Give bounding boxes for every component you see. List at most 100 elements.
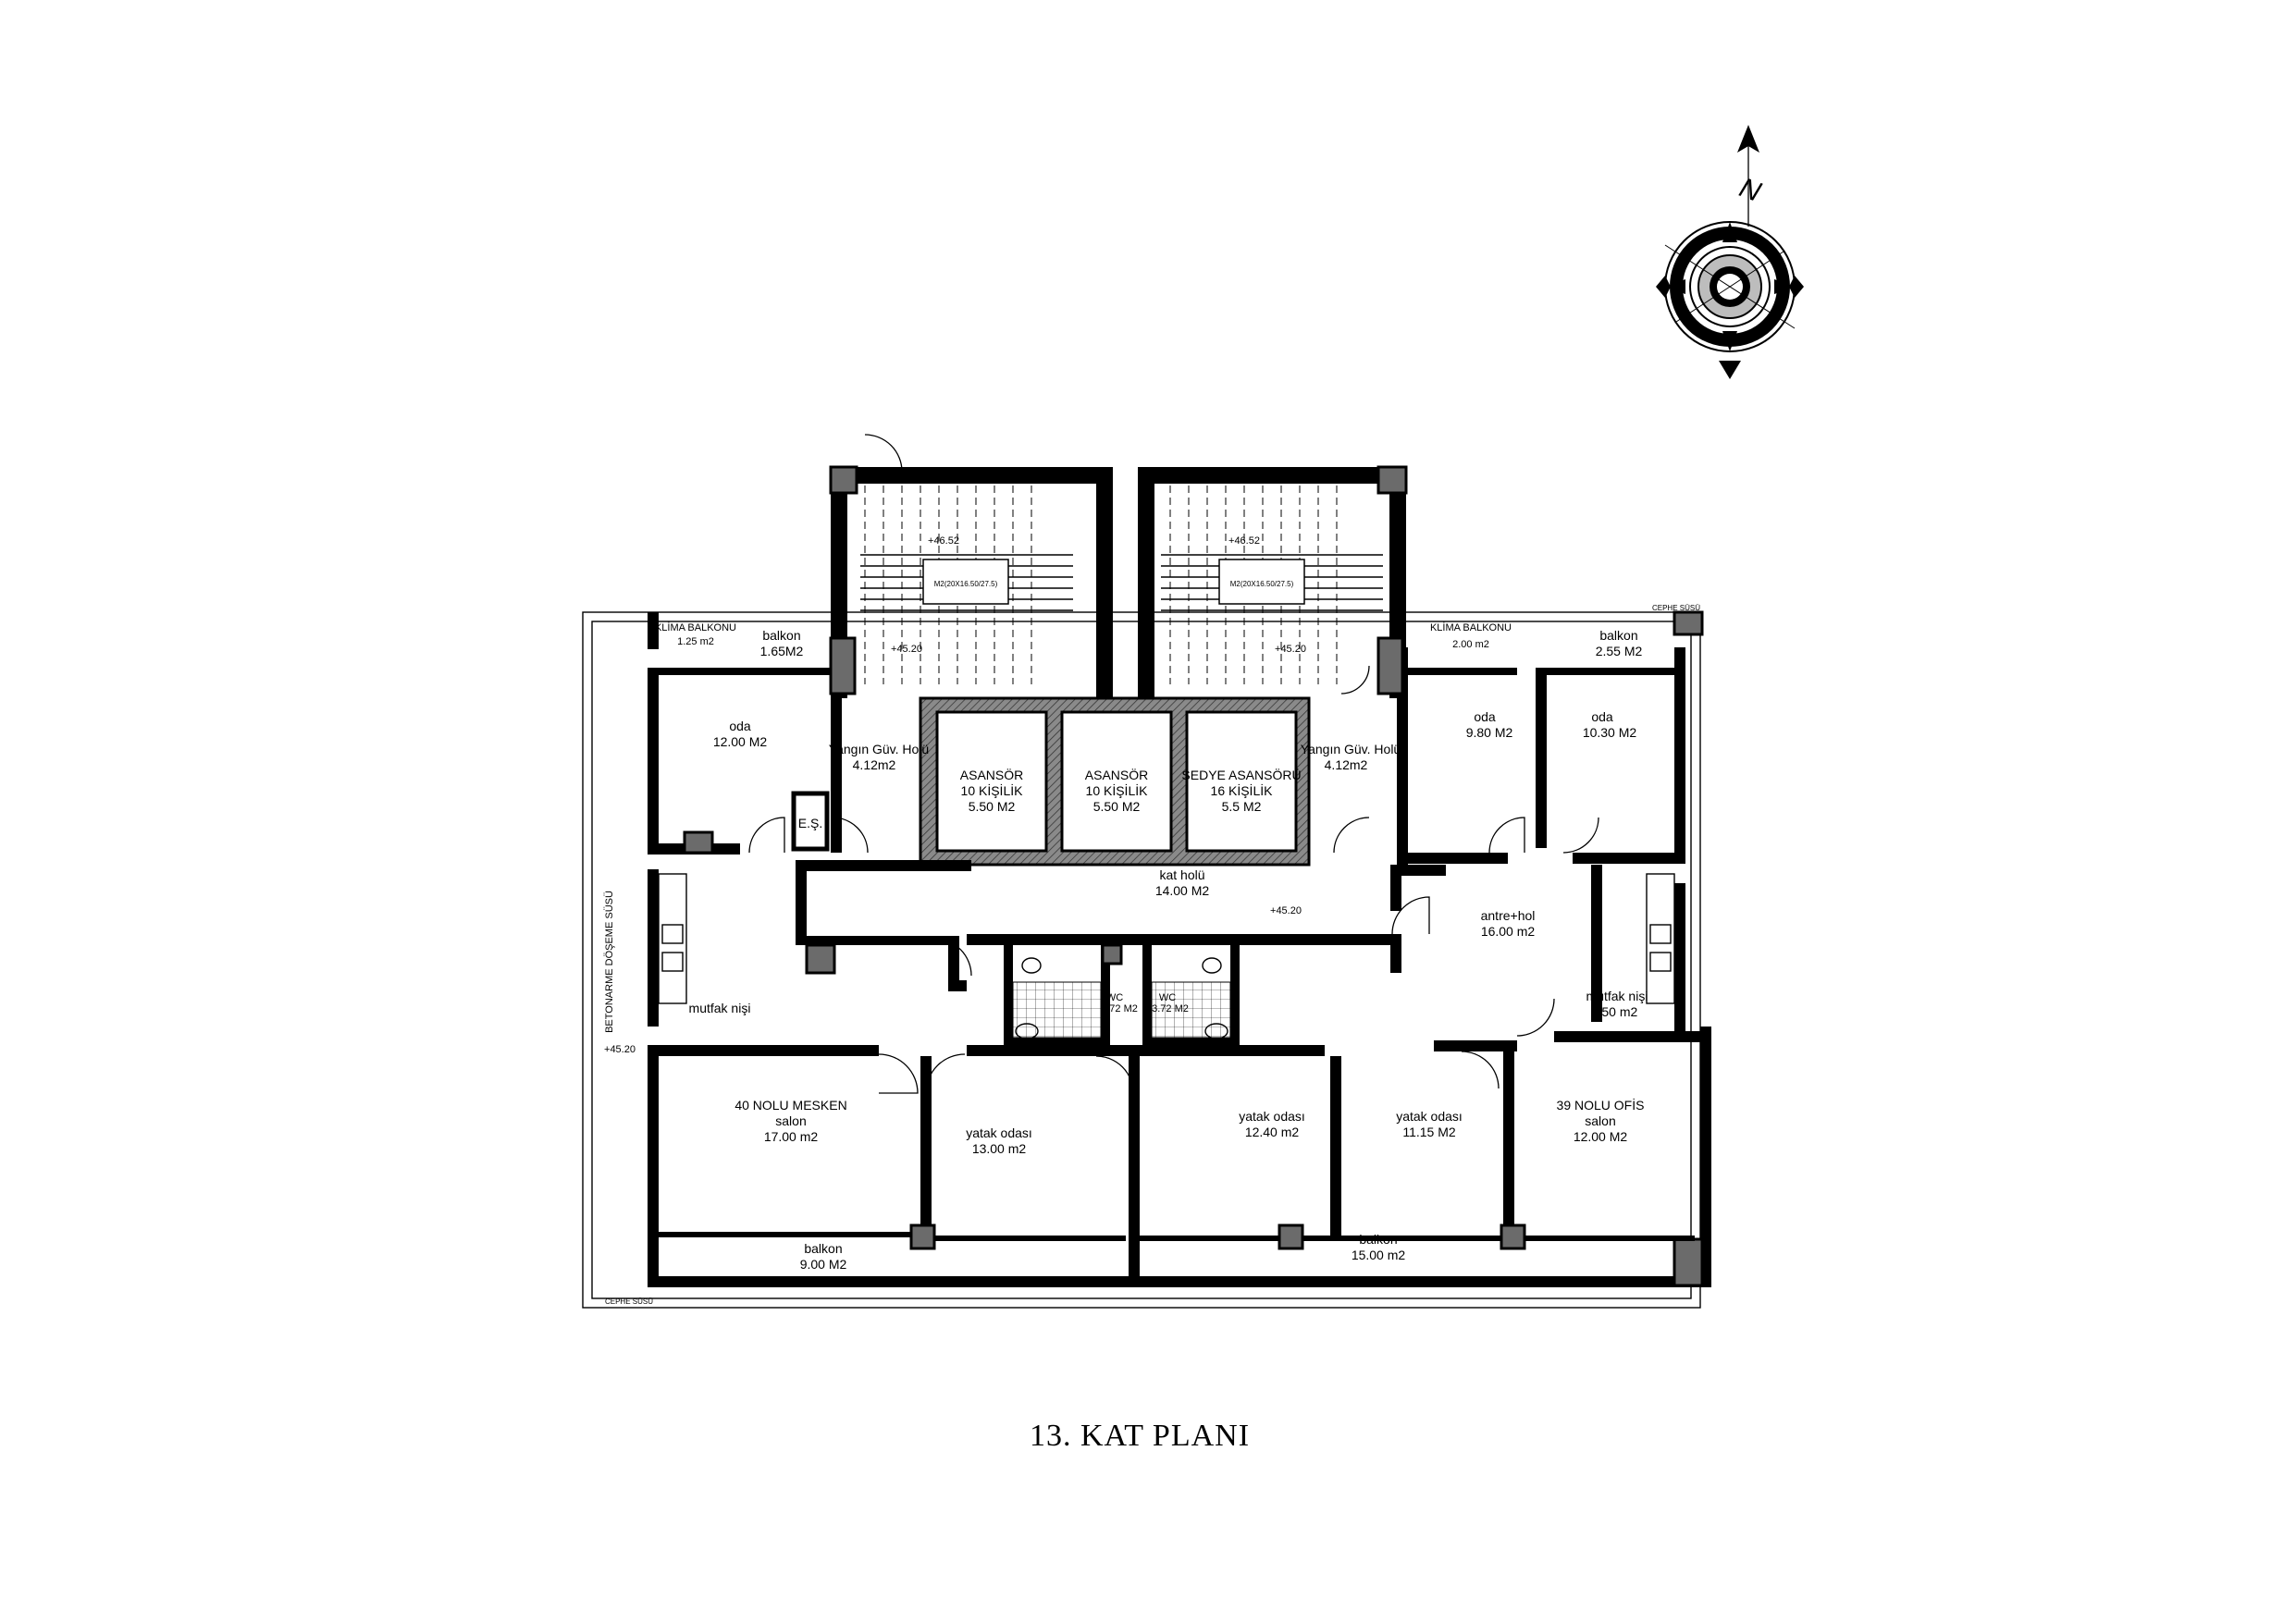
svg-text:16.00 m2: 16.00 m2 <box>1481 924 1536 939</box>
sink-icon <box>1015 1023 1039 1039</box>
svg-text:antre+hol: antre+hol <box>1481 908 1536 923</box>
svg-text:5.50 M2: 5.50 M2 <box>969 799 1016 814</box>
svg-text:10: 10 <box>1227 474 1235 483</box>
svg-text:25: 25 <box>926 474 934 483</box>
stair-core-right: M2(20X16.50/27.5) +46.52 +45.20 <box>1138 465 1408 698</box>
svg-text:5.50 M2: 5.50 M2 <box>1093 799 1141 814</box>
svg-text:oda: oda <box>1591 709 1613 724</box>
svg-text:3.72 M2: 3.72 M2 <box>1101 1003 1138 1014</box>
room-klima-balkonu-left: KLİMA BALKONU 1.25 m2 <box>655 621 736 647</box>
plan-title: 13. KAT PLANI <box>1030 1419 1250 1453</box>
room-mutfak-left: mutfak nişi <box>689 1001 751 1015</box>
svg-text:9.80 M2: 9.80 M2 <box>1466 725 1513 740</box>
room-kat-holu: kat holü 14.00 M2 <box>1155 867 1210 898</box>
svg-text:WC: WC <box>1159 992 1176 1003</box>
svg-text:10 KİŞİLİK: 10 KİŞİLİK <box>1086 782 1149 798</box>
svg-text:mutfak nişi: mutfak nişi <box>1586 989 1648 1003</box>
stair-numbers-left: 25 24 23 22 21 20 19 <box>926 474 1018 483</box>
svg-text:13: 13 <box>1268 474 1277 483</box>
svg-text:14.00 M2: 14.00 M2 <box>1155 883 1210 898</box>
columns <box>683 636 1526 1250</box>
svg-text:15: 15 <box>1296 474 1304 483</box>
compass-rose-icon <box>1656 221 1804 379</box>
svg-text:15.00 m2: 15.00 m2 <box>1352 1248 1406 1262</box>
wc-fixtures <box>1012 957 1231 1039</box>
room-oda-left: oda 12.00 M2 <box>713 719 768 749</box>
room-oda-mid-right: oda 9.80 M2 <box>1466 709 1513 740</box>
room-antre-hol: antre+hol 16.00 m2 <box>1481 908 1536 939</box>
stair-level-top-right: +46.52 <box>1228 535 1260 547</box>
svg-text:40 NOLU MESKEN: 40 NOLU MESKEN <box>734 1098 846 1113</box>
room-oda-right: oda 10.30 M2 <box>1583 709 1637 740</box>
room-ofis-39: 39 NOLU OFİS salon 12.00 M2 <box>1557 1097 1645 1144</box>
sink-icon <box>1204 1023 1228 1039</box>
stair-level-landing-left: +45.20 <box>891 644 922 655</box>
svg-text:22: 22 <box>968 474 976 483</box>
es-label: E.Ş. <box>798 816 822 830</box>
stair-numbers-right: 9 10 11 12 13 14 15 <box>1215 474 1304 483</box>
toilet-icon <box>1021 957 1042 974</box>
svg-text:mutfak nişi: mutfak nişi <box>689 1001 751 1015</box>
svg-text:16 KİŞİLİK: 16 KİŞİLİK <box>1211 782 1274 798</box>
svg-text:2.55 M2: 2.55 M2 <box>1596 644 1643 658</box>
walls <box>648 610 1711 1287</box>
svg-text:yatak odası: yatak odası <box>966 1125 1032 1140</box>
svg-text:17.00 m2: 17.00 m2 <box>764 1129 819 1144</box>
room-yangin-left: Yangın Güv. Holü 4.12m2 <box>829 742 929 772</box>
svg-text:yatak odası: yatak odası <box>1396 1109 1463 1124</box>
room-yatak-3: yatak odası 11.15 M2 <box>1396 1109 1463 1139</box>
room-yatak-2: yatak odası 12.40 m2 <box>1239 1109 1305 1139</box>
room-yatak-1: yatak odası 13.00 m2 <box>966 1125 1032 1156</box>
svg-text:20: 20 <box>995 474 1004 483</box>
svg-text:yatak odası: yatak odası <box>1239 1109 1305 1124</box>
svg-text:4.50 m2: 4.50 m2 <box>1591 1004 1638 1019</box>
room-mesken-40: 40 NOLU MESKEN salon 17.00 m2 <box>734 1098 846 1144</box>
facade-label-top: CEPHE SÜSÜ <box>1652 604 1700 612</box>
room-balkon-top-left: balkon 1.65M2 <box>760 628 804 658</box>
svg-text:12.00 M2: 12.00 M2 <box>713 734 768 749</box>
svg-text:KLİMA BALKONU: KLİMA BALKONU <box>1430 621 1512 633</box>
svg-text:4.12m2: 4.12m2 <box>853 757 896 772</box>
svg-text:5.5 M2: 5.5 M2 <box>1222 799 1262 814</box>
room-sedye-asansoru: SEDYE ASANSÖRÜ 16 KİŞİLİK 5.5 M2 <box>1181 767 1301 814</box>
north-arrow-icon: N <box>1735 125 1765 227</box>
svg-text:11: 11 <box>1241 474 1249 483</box>
shaft-label-left: M2(20X16.50/27.5) <box>934 580 998 588</box>
svg-text:balkon: balkon <box>1599 628 1637 643</box>
stair-level-landing-right: +45.20 <box>1275 644 1306 655</box>
svg-text:4.12m2: 4.12m2 <box>1325 757 1368 772</box>
level-left-edge: +45.20 <box>604 1044 636 1055</box>
svg-text:2.00 m2: 2.00 m2 <box>1452 639 1489 650</box>
svg-text:12: 12 <box>1254 474 1263 483</box>
room-wc-left: WC 3.72 M2 <box>1101 992 1138 1014</box>
room-mutfak-right: mutfak nişi 4.50 m2 <box>1586 989 1648 1019</box>
room-labels: KLİMA BALKONU 1.25 m2 balkon 1.65M2 oda … <box>604 604 1700 1306</box>
svg-text:1.65M2: 1.65M2 <box>760 644 804 658</box>
room-wc-right: WC 3.72 M2 <box>1152 992 1189 1014</box>
room-asansor-2: ASANSÖR 10 KİŞİLİK 5.50 M2 <box>1085 767 1148 814</box>
svg-text:oda: oda <box>729 719 751 733</box>
stair-level-top-left: +46.52 <box>928 535 959 547</box>
doors <box>748 434 1599 1094</box>
room-yangin-right: Yangın Güv. Holü 4.12m2 <box>1301 742 1401 772</box>
svg-text:KLİMA BALKONU: KLİMA BALKONU <box>655 621 736 633</box>
svg-text:balkon: balkon <box>1359 1232 1397 1247</box>
room-balkon-bottom-right: balkon 15.00 m2 <box>1352 1232 1406 1262</box>
svg-text:ASANSÖR: ASANSÖR <box>960 767 1023 782</box>
svg-text:39 NOLU OFİS: 39 NOLU OFİS <box>1557 1097 1645 1113</box>
svg-text:oda: oda <box>1474 709 1496 724</box>
svg-text:23: 23 <box>954 474 962 483</box>
svg-text:10 KİŞİLİK: 10 KİŞİLİK <box>961 782 1024 798</box>
svg-text:13.00 m2: 13.00 m2 <box>972 1141 1027 1156</box>
svg-text:1.25 m2: 1.25 m2 <box>677 636 714 647</box>
svg-text:ASANSÖR: ASANSÖR <box>1085 767 1148 782</box>
svg-text:balkon: balkon <box>804 1241 842 1256</box>
svg-text:SEDYE ASANSÖRÜ: SEDYE ASANSÖRÜ <box>1181 767 1301 782</box>
stair-core-left: M2(20X16.50/27.5) +46.52 +45.20 <box>829 465 1113 698</box>
svg-text:kat holü: kat holü <box>1159 867 1204 882</box>
svg-text:12.00 M2: 12.00 M2 <box>1574 1129 1628 1144</box>
svg-text:19: 19 <box>1009 474 1018 483</box>
svg-text:salon: salon <box>775 1113 806 1128</box>
toilet-icon <box>1202 957 1222 974</box>
